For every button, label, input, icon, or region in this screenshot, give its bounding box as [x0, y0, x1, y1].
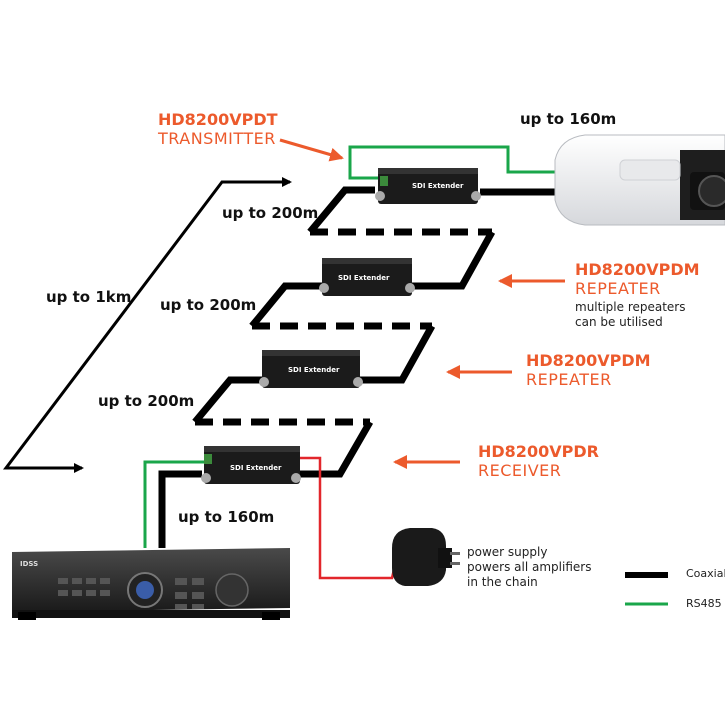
- power-supply-line-1: power supply: [467, 545, 548, 559]
- distance-segment-3: up to 200m: [98, 392, 195, 410]
- receiver-callout: HD8200VPDR RECEIVER: [478, 442, 599, 480]
- coax-seg2-right: [360, 324, 436, 384]
- total-distance-arrow: [2, 177, 292, 473]
- receiver-role: RECEIVER: [478, 461, 562, 480]
- power-supply-note: power supply powers all amplifiers in th…: [467, 545, 591, 590]
- legend-rs485-label: RS485: [686, 597, 722, 610]
- rs485-lines: [143, 145, 555, 548]
- transmitter-callout: HD8200VPDT TRANSMITTER: [158, 110, 278, 148]
- coax-tx-to-seg1: [307, 186, 375, 235]
- receiver-box-label: SDI Extender: [230, 464, 282, 472]
- receiver-box: SDI Extender: [201, 446, 301, 484]
- repeater-1-model: HD8200VPDM: [575, 260, 700, 279]
- repeater-1-box-label: SDI Extender: [338, 274, 390, 282]
- coax-rep2-left: [192, 376, 262, 425]
- distance-segment-2: up to 200m: [160, 296, 257, 314]
- coax-rx-to-dvr: [158, 470, 202, 548]
- transmitter-role: TRANSMITTER: [158, 129, 276, 148]
- pointer-arrows: [279, 138, 565, 469]
- legend-coaxial-label: Coaxial: [686, 567, 725, 580]
- repeater-2-box-label: SDI Extender: [288, 366, 340, 374]
- power-supply-line-3: in the chain: [467, 575, 538, 589]
- dvr-brand: IDSS: [20, 560, 38, 568]
- repeater-2-role: REPEATER: [526, 370, 612, 389]
- repeater-2-box: SDI Extender: [259, 350, 363, 388]
- coax-seg3-right: [300, 420, 374, 478]
- receiver-model: HD8200VPDR: [478, 442, 599, 461]
- transmitter-model: HD8200VPDT: [158, 110, 278, 129]
- tx-pointer-arrow: [279, 138, 344, 162]
- distance-camera-link: up to 160m: [520, 110, 617, 128]
- repeater-note: multiple repeaters can be utilised: [575, 300, 686, 330]
- distance-segment-1: up to 200m: [222, 204, 319, 222]
- coax-rep1-left: [249, 282, 322, 329]
- power-supply-line-2: powers all amplifiers: [467, 560, 592, 574]
- distance-receiver-link: up to 160m: [178, 508, 275, 526]
- power-adapter-icon: [392, 528, 460, 586]
- repeater-1-callout: HD8200VPDM REPEATER: [575, 260, 700, 298]
- repeater-note-line-2: can be utilised: [575, 315, 663, 329]
- repeater-1-role: REPEATER: [575, 279, 661, 298]
- camera-icon: [554, 134, 725, 226]
- distance-total: up to 1km: [46, 288, 132, 306]
- repeater-1-box: SDI Extender: [319, 258, 415, 296]
- transmitter-box: SDI Extender: [375, 168, 481, 204]
- rs485-dvr-link: [143, 460, 205, 548]
- repeater-2-callout: HD8200VPDM REPEATER: [526, 351, 651, 389]
- coax-seg1-right: [412, 230, 496, 290]
- transmitter-box-label: SDI Extender: [412, 182, 464, 190]
- repeater-note-line-1: multiple repeaters: [575, 300, 686, 314]
- dvr-icon: IDSS: [12, 548, 290, 620]
- coaxial-chain: [158, 186, 555, 548]
- rs485-camera-link: [348, 145, 555, 180]
- repeater-2-model: HD8200VPDM: [526, 351, 651, 370]
